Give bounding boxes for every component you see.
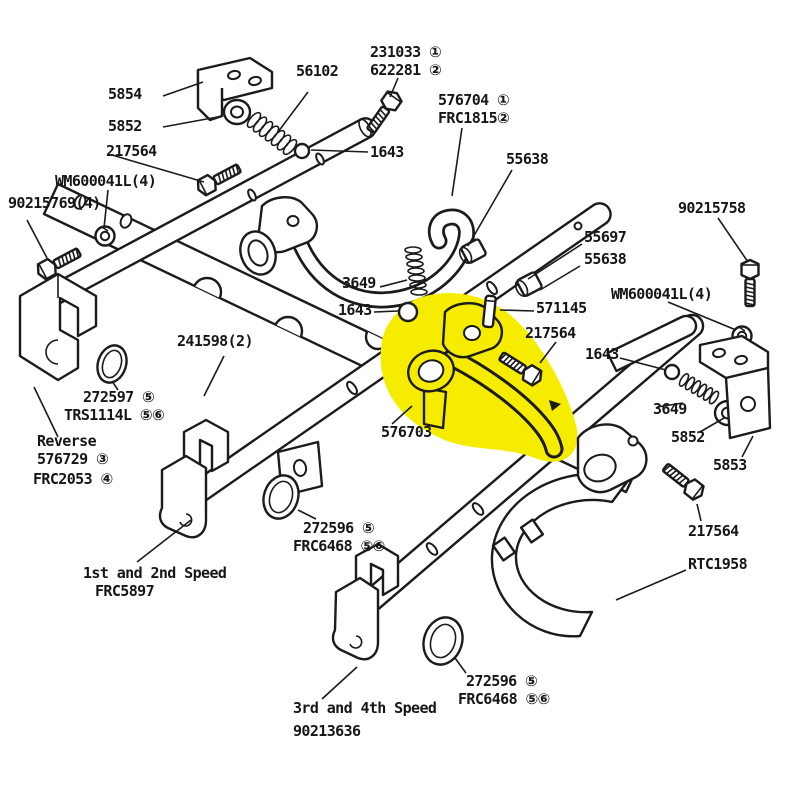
selector-fork-rtc1958: [490, 423, 648, 638]
part-label: 571145: [536, 299, 587, 317]
shaft-end-stub: [606, 314, 698, 373]
pin-571145: [481, 294, 497, 329]
part-label: Reverse: [37, 432, 97, 450]
bracket-5854: [196, 56, 274, 122]
part-label: 272597 ⑤: [83, 388, 155, 406]
part-label: 55638: [506, 150, 549, 168]
part-label: 1643: [338, 301, 372, 319]
first-second-paddle: [158, 418, 230, 539]
part-label: 217564: [106, 142, 157, 160]
part-label: TRS1114L ⑤⑥: [64, 406, 165, 424]
part-label: 272596 ⑤: [303, 519, 375, 537]
part-label: 576729 ③: [37, 450, 109, 468]
part-label: WM600041L(4): [55, 172, 157, 190]
bracket-5853: [698, 334, 772, 440]
part-label: 3649: [342, 274, 376, 292]
part-label: 231033 ①: [370, 43, 442, 61]
part-label: 217564: [688, 522, 739, 540]
part-label: 5852: [671, 428, 705, 446]
ball-1643-top: [293, 142, 311, 160]
part-label: 90215769(4): [8, 194, 101, 212]
leader-lines: [26, 77, 754, 700]
spring-3649-left: [404, 246, 428, 296]
part-label: 241598(2): [177, 332, 253, 350]
part-label: FRC6468 ⑤⑥: [458, 690, 550, 708]
highlighted-lever-576703[interactable]: [380, 293, 578, 462]
o-ring-272597: [96, 344, 128, 384]
part-label: 3rd and 4th Speed: [293, 699, 437, 717]
washer-5852-left: [222, 98, 252, 126]
part-label: 1643: [585, 345, 619, 363]
reverse-fork-block: [18, 272, 98, 382]
third-fourth-paddle: [331, 542, 400, 661]
spring-56102: [246, 111, 298, 156]
part-label: FRC2053 ④: [33, 470, 113, 488]
part-label: 55638: [584, 250, 627, 268]
bolt-90215758: [740, 258, 760, 308]
part-label: FRC6468 ⑤⑥: [293, 537, 385, 555]
o-ring-272596-upper: [262, 474, 300, 520]
part-label: FRC1815②: [438, 109, 510, 127]
pointer-mark: [549, 400, 561, 411]
ball-1643-right: [663, 363, 681, 381]
part-label: 576704 ①: [438, 91, 510, 109]
part-label: 5853: [713, 456, 747, 474]
part-label: 5852: [108, 117, 142, 135]
part-label: 217564: [525, 324, 576, 342]
part-label: 576703: [381, 423, 432, 441]
plug-55697: [514, 271, 543, 298]
part-label: 56102: [296, 62, 339, 80]
part-label: 1643: [370, 143, 404, 161]
bolt-217564-right: [658, 459, 708, 504]
plug-55638-upper: [458, 238, 487, 265]
part-label: 90213636: [293, 722, 361, 740]
part-label: 90215758: [678, 199, 746, 217]
part-label: 1st and 2nd Speed: [83, 564, 227, 582]
o-ring-272596-lower: [422, 616, 464, 666]
part-label: FRC5897: [95, 582, 155, 600]
part-label: 272596 ⑤: [466, 672, 538, 690]
part-label: 622281 ②: [370, 61, 442, 79]
part-label: 5854: [108, 85, 142, 103]
bolt-622281: [362, 87, 406, 137]
part-label: 3649: [653, 400, 687, 418]
lockwasher-left: [94, 225, 116, 247]
part-label: WM600041L(4): [611, 285, 713, 303]
part-label: RTC1958: [688, 555, 748, 573]
part-label: 55697: [584, 228, 627, 246]
ball-1643-mid: [397, 301, 419, 323]
spring-3649-right: [678, 373, 720, 405]
